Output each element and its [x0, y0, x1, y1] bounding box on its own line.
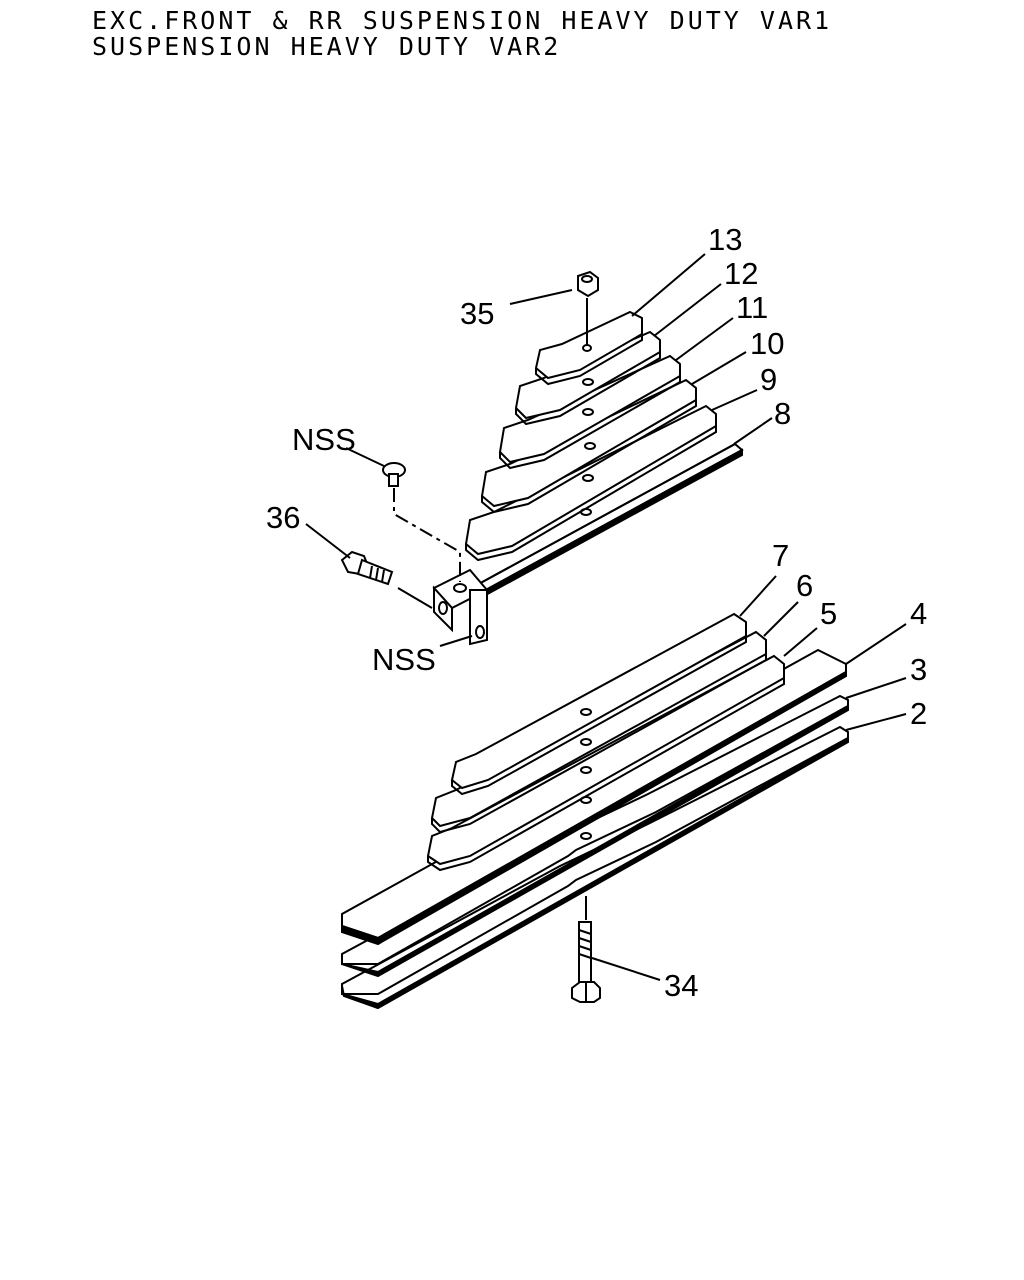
leaf-2	[341, 725, 849, 1010]
callout-nss-clip: NSS	[372, 642, 436, 677]
leaf-13	[534, 310, 643, 386]
leaf-7	[450, 612, 747, 796]
callout-12: 12	[724, 256, 758, 291]
leader-lines	[305, 253, 907, 981]
callout-36: 36	[266, 500, 300, 535]
callout-6: 6	[796, 568, 813, 603]
callout-11: 11	[736, 290, 768, 325]
callout-10: 10	[750, 326, 784, 361]
callout-9: 9	[760, 362, 777, 397]
diagram-title-line-1: EXC.FRONT & RR SUSPENSION HEAVY DUTY VAR…	[92, 6, 833, 35]
bolt-36	[340, 550, 433, 609]
callout-13: 13	[708, 222, 742, 257]
callout-35: 35	[460, 296, 494, 331]
callout-4: 4	[910, 596, 927, 631]
spring-clip	[432, 568, 489, 646]
callout-3: 3	[910, 652, 927, 687]
callout-7: 7	[772, 538, 789, 573]
rivet-nss	[382, 462, 461, 582]
callout-nss-rivet: NSS	[292, 422, 356, 457]
nut-35	[577, 270, 599, 346]
callout-8: 8	[774, 396, 791, 431]
leaf-6	[430, 630, 767, 834]
leaf-8	[473, 442, 744, 599]
callout-34: 34	[664, 968, 698, 1003]
diagram-title-line-2: SUSPENSION HEAVY DUTY VAR2	[92, 32, 562, 61]
callout-5: 5	[820, 596, 837, 631]
leaf-12	[514, 330, 661, 426]
callout-2: 2	[910, 696, 927, 731]
center-bolt-34	[571, 896, 601, 1003]
